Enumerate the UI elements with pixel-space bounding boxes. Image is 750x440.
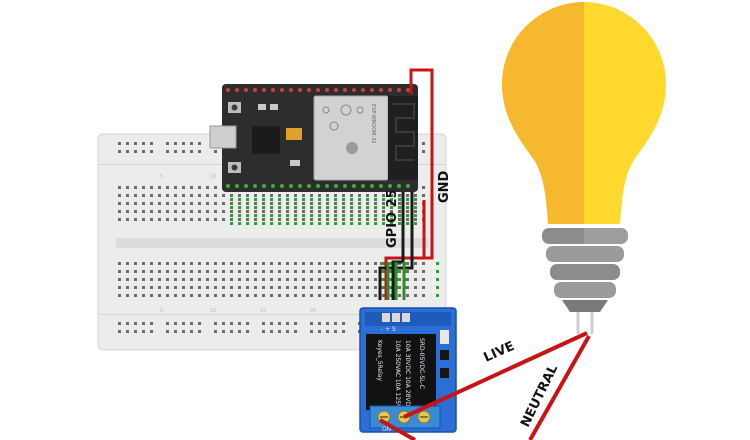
relay-model-text: SRD-05VDC-SL-C [418,338,425,389]
jumper-wires [378,68,434,300]
usb-port [209,125,237,149]
relay-spec-2: 10A 30VDC 10A 28VDC [404,340,411,410]
svg-text:20: 20 [310,308,316,314]
svg-text:15: 15 [260,308,266,314]
relay-brand-text: Keyes_5Relay [376,340,383,381]
live-wire [403,331,588,419]
esp32-module: ESP-WROOM-32 [209,84,418,192]
breadboard-center-channel [116,238,428,248]
gnd-wire [384,68,434,300]
gpio-label: GPIO 25 [385,189,400,248]
bulb-base-ring-1 [542,228,628,244]
bulb-base-tip [562,300,608,312]
svg-text:10: 10 [210,308,216,314]
light-bulb [502,2,666,334]
neutral-wire [528,335,591,440]
capacitor [286,128,302,140]
esp32-pin-headers [226,88,410,188]
relay-module: - + S Keyes_5Relay 10A 250VAC 10A 125VAC… [359,307,457,433]
relay-pins-label: - + S [381,326,396,333]
bulb-glass-right [584,2,666,224]
live-wire-tail [379,418,416,440]
live-label: LIVE [482,339,517,366]
bulb-glass-left [502,2,584,224]
module-brand-text: ESP-WROOM-32 [370,104,376,144]
gpio25-wire [391,192,405,300]
relay-spec-1: 10A 250VAC 10A 125VAC [394,340,401,416]
relay-on-label: ON [382,426,391,433]
gnd-label: GND [437,170,452,203]
svg-text:5: 5 [160,174,163,180]
usb-uart-chip [252,126,280,154]
relay-coil [366,334,436,410]
svg-text:10: 10 [210,174,216,180]
ac-wires [379,331,591,440]
svg-text:5: 5 [160,308,163,314]
